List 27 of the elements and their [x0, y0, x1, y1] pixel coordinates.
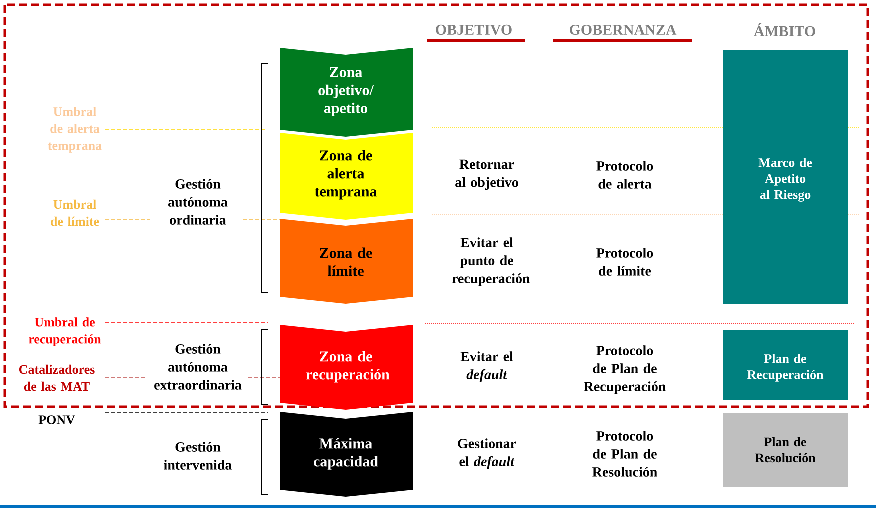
management-label: Gestión autónoma extraordinaria — [154, 344, 242, 390]
threshold-label: Umbral de alerta temprana — [48, 107, 102, 153]
objective-text: Retornar al objetivo — [456, 160, 518, 190]
management-label: Gestión intervenida — [164, 442, 232, 470]
governance-text: Protocolo de límite — [596, 248, 654, 276]
objective-text: Evitar el default — [460, 352, 514, 382]
governance-text: Protocolo de alerta — [596, 161, 654, 189]
column-header: OBJETIVO — [436, 24, 512, 36]
zone-band: Zona de alerta temprana — [280, 133, 413, 220]
objective-text: Evitar el punto de recuperación — [452, 238, 530, 286]
objective-text: Gestionar el default — [458, 438, 516, 470]
scope-box: Marco de Apetito al Riesgo — [723, 50, 848, 304]
threshold-label: Umbral de recuperación — [29, 318, 102, 346]
threshold-label: Catalizadores de las MAT — [19, 364, 95, 392]
zone-band: Zona objetivo/ apetito — [280, 48, 413, 137]
governance-text: Protocolo de Plan de Resolución — [592, 431, 658, 477]
zone-band: Máxima capacidad — [280, 412, 413, 497]
management-label: Gestión autónoma ordinaria — [168, 179, 228, 225]
zone-band: Zona de recuperación — [280, 325, 413, 410]
governance-text: Protocolo de Plan de Recuperación — [584, 346, 666, 394]
scope-box: Plan de Resolución — [723, 413, 848, 487]
scope-box: Plan de Recuperación — [723, 330, 848, 400]
threshold-label: PONV — [38, 416, 76, 424]
threshold-label: Umbral de límite — [50, 200, 100, 226]
column-header: ÁMBITO — [754, 24, 816, 36]
column-header: GOBERNANZA — [570, 24, 677, 36]
zone-band: Zona de límite — [280, 219, 413, 304]
